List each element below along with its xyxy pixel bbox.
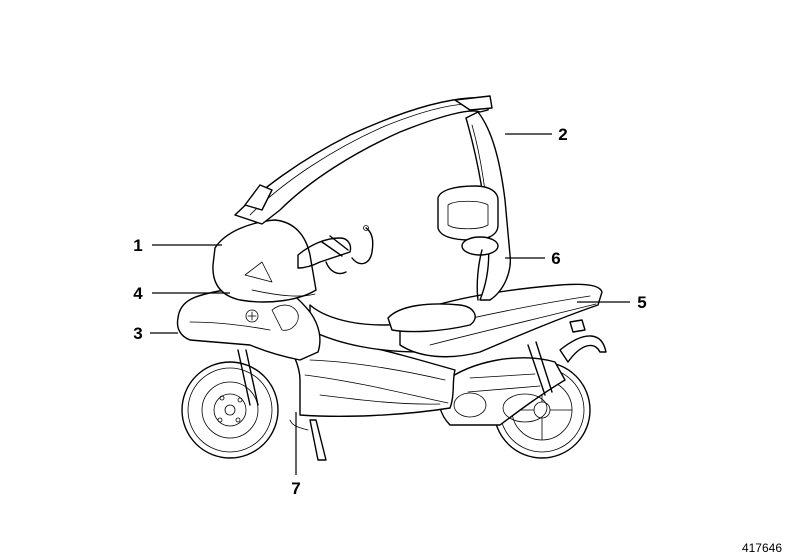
front-fork [237,349,259,406]
seat [387,303,476,333]
callout-4: 4 [133,284,143,303]
front-wheel [181,361,279,459]
callout-1: 1 [133,236,142,255]
backrest [437,185,499,256]
callout-3: 3 [133,324,142,343]
tail-light [569,319,586,333]
callout-6: 6 [551,249,560,268]
rear-pillar [476,249,483,301]
scooter-illustration [176,95,607,461]
rear-mudguard [559,335,607,363]
front-fairing [176,219,321,361]
leader-lines [150,133,630,475]
callout-labels: 1 2 3 4 5 6 7 [133,125,646,498]
side-stand [309,419,327,461]
callout-2: 2 [558,125,567,144]
callout-5: 5 [637,293,646,312]
callout-7: 7 [291,479,300,498]
handlebar [297,225,374,275]
engine-swingarm [437,341,566,426]
reference-number: 417646 [742,541,782,555]
